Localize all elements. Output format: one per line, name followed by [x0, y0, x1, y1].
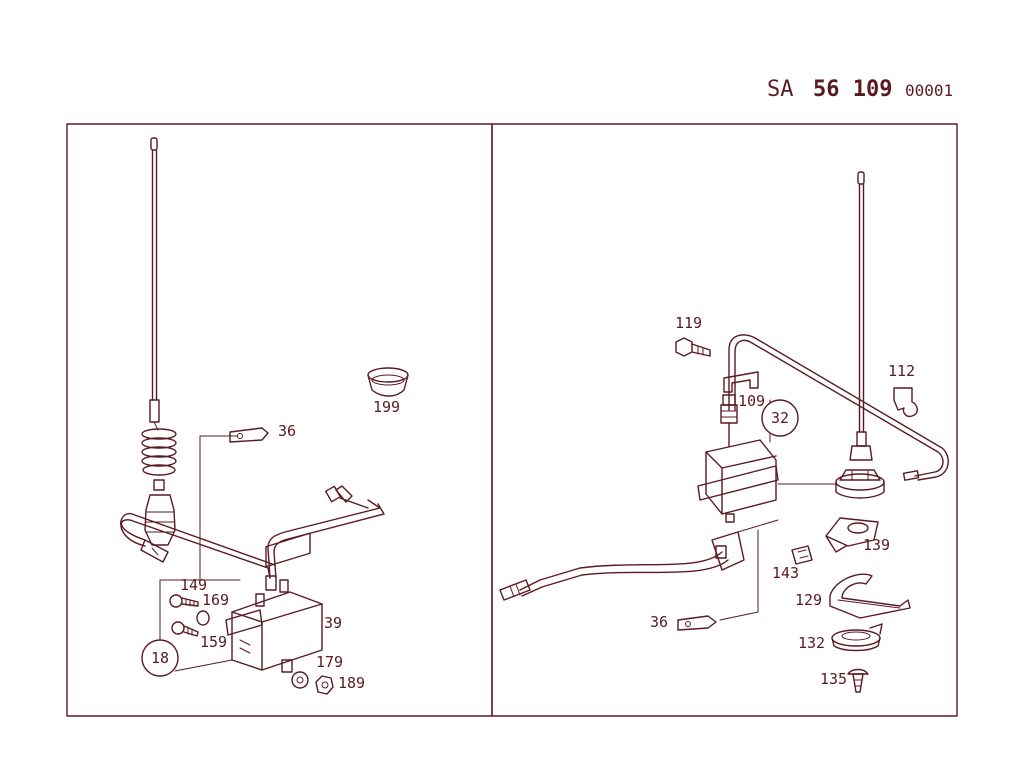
right-connector-top	[720, 394, 738, 449]
header-sheet: 00001	[905, 81, 953, 100]
plate-129	[829, 573, 911, 619]
label-129: 129	[795, 591, 822, 609]
label-149: 149	[180, 576, 207, 594]
callout-32	[761, 399, 799, 437]
label-139: 139	[863, 536, 890, 554]
screw-135	[847, 668, 869, 693]
left-antenna	[149, 137, 160, 431]
right-cable-lower	[499, 531, 745, 601]
label-179: 179	[316, 653, 343, 671]
left-clip-36	[229, 427, 269, 443]
label-159: 159	[200, 633, 227, 651]
label-132: 132	[798, 634, 825, 652]
left-spring	[141, 428, 177, 476]
label-109: 109	[738, 392, 765, 410]
label-135: 135	[820, 670, 847, 688]
grommet-199	[367, 367, 409, 397]
sheet-header: SA 56 109 00001	[767, 77, 953, 102]
callout-18	[141, 639, 179, 677]
label-169: 169	[202, 591, 229, 609]
left-antenna-base	[140, 479, 176, 563]
label-119: 119	[675, 314, 702, 332]
washer-169	[196, 610, 210, 626]
label-189: 189	[338, 674, 365, 692]
right-bracket-109	[723, 371, 759, 393]
washer-179	[291, 671, 309, 689]
seal-139	[825, 517, 879, 553]
right-cable-upper	[728, 334, 949, 481]
header-group: 56 109	[813, 77, 892, 102]
right-clip-36	[677, 615, 717, 631]
header-prefix: SA	[767, 77, 794, 102]
nut-189	[315, 675, 334, 695]
ring-132	[831, 623, 883, 652]
screw-149	[169, 594, 199, 608]
label-143: 143	[772, 564, 799, 582]
label-18: 18	[151, 649, 169, 667]
screw-159	[171, 621, 199, 637]
right-antenna-base	[835, 469, 885, 499]
right-amplifier	[697, 439, 779, 523]
label-199: 199	[373, 398, 400, 416]
label-36-left: 36	[278, 422, 296, 440]
bolt-119	[675, 337, 711, 357]
label-39: 39	[324, 614, 342, 632]
label-32: 32	[771, 409, 789, 427]
left-leader-lines	[159, 435, 241, 672]
label-112: 112	[888, 362, 915, 380]
clip-112	[893, 387, 918, 418]
right-antenna	[849, 171, 873, 461]
left-amplifier	[225, 532, 323, 673]
connector-143	[791, 545, 813, 565]
label-36-right: 36	[650, 613, 668, 631]
right-panel-frame	[491, 123, 958, 717]
